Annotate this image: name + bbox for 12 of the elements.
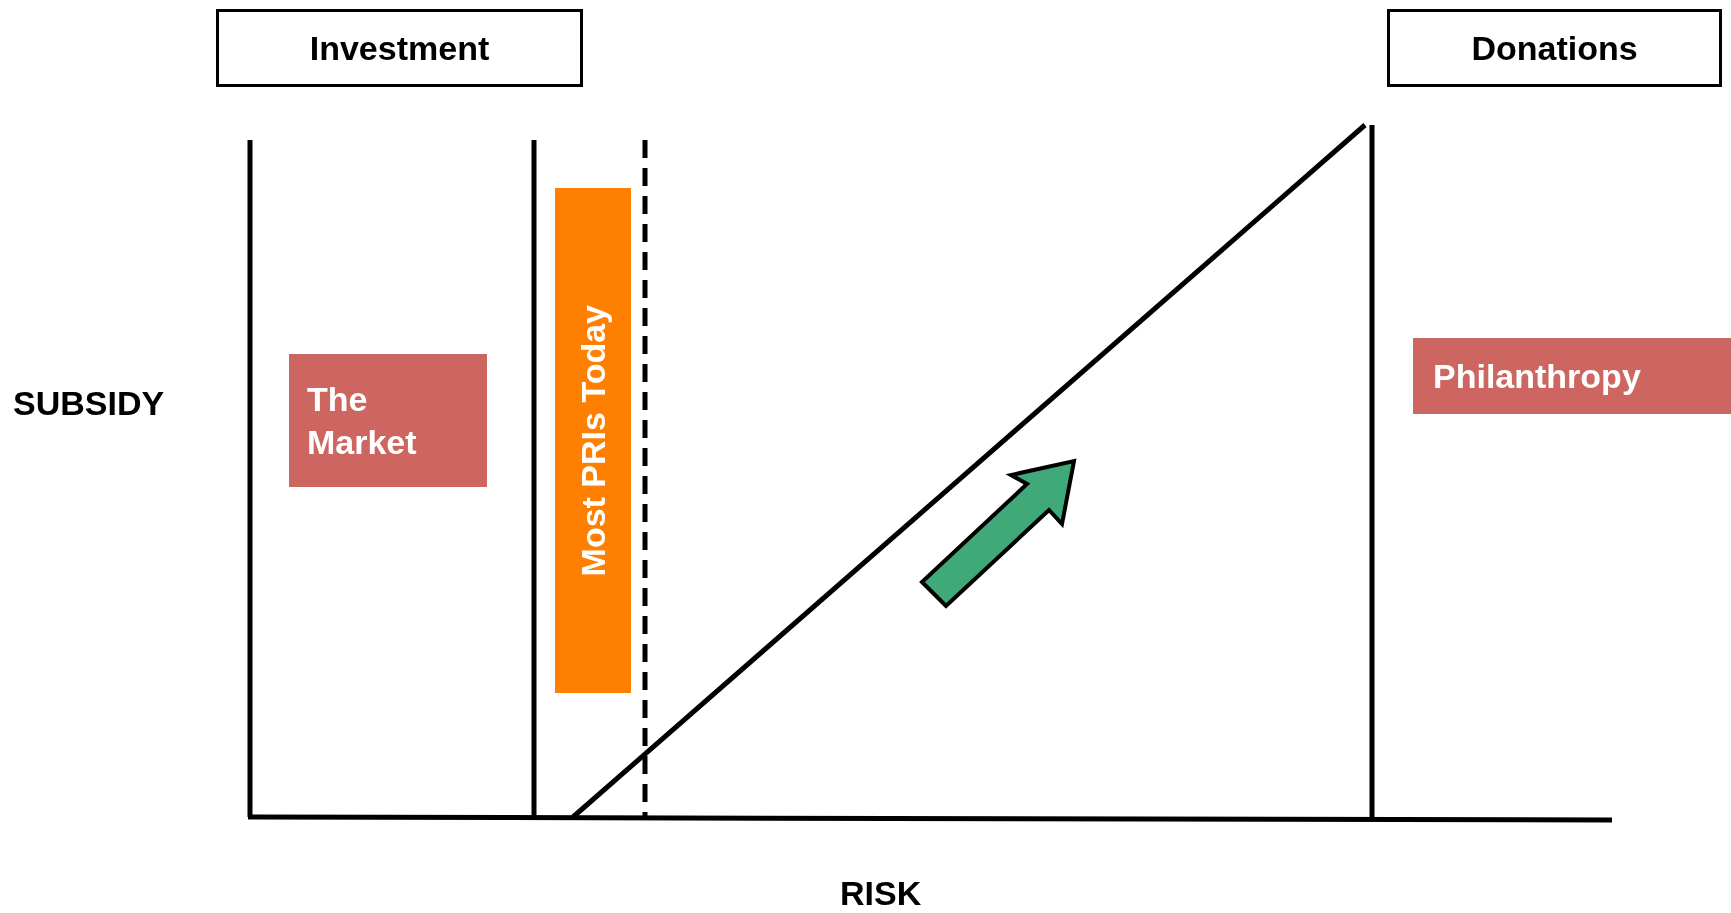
category-box [1413, 338, 1731, 414]
header-box [1387, 9, 1722, 87]
category-label: Philanthropy [1433, 355, 1641, 397]
axis-label: SUBSIDY [13, 383, 165, 424]
category-label: Most PRIs Today [572, 304, 613, 577]
axis-label: RISK [840, 873, 922, 913]
category-label: The Market [307, 379, 418, 463]
header-label: Investment [309, 27, 490, 69]
category-bar [555, 188, 631, 693]
header-label: Donations [1471, 27, 1638, 69]
header-box [216, 9, 583, 87]
category-box [289, 354, 487, 487]
